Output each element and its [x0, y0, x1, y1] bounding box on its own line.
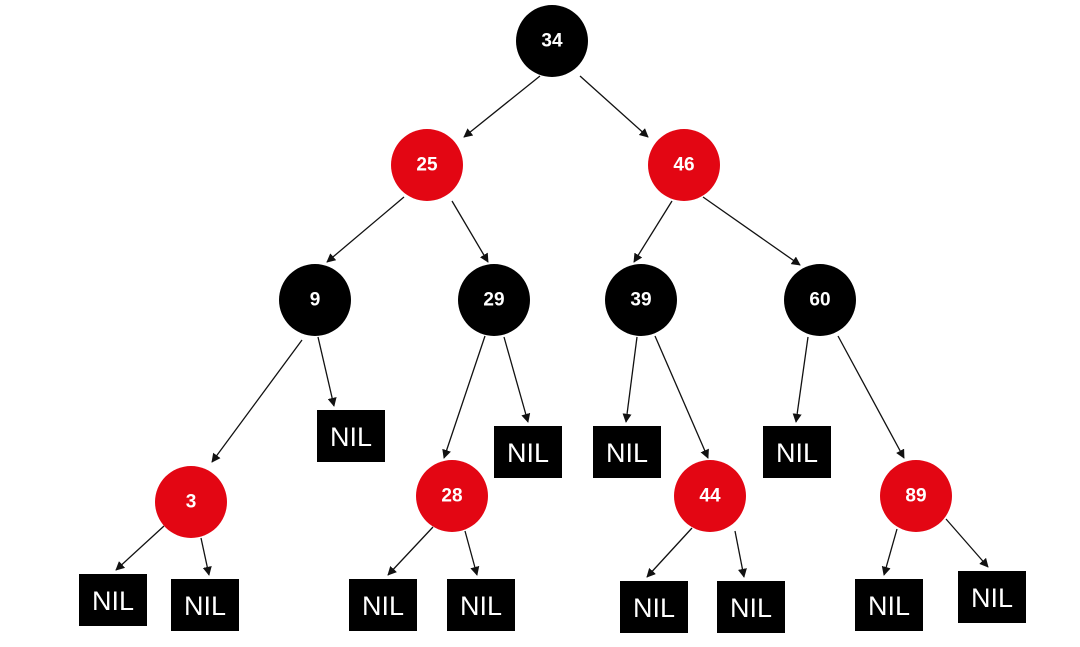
edge-n28-nil7 [387, 526, 434, 576]
red-node-circle [391, 129, 463, 201]
nil-leaf-nil3: NIL [593, 426, 661, 478]
nil-box [447, 579, 515, 631]
nil-box [494, 426, 562, 478]
node-label: 9 [310, 290, 321, 311]
tree-node-39: 39 [605, 264, 677, 336]
nil-leaf-nil5: NIL [79, 574, 147, 626]
tree-node-3: 3 [155, 466, 227, 538]
edges-layer [115, 75, 989, 578]
nil-box [593, 426, 661, 478]
node-label: 28 [441, 486, 462, 507]
edge-n25-n9 [326, 196, 405, 263]
tree-node-44: 44 [674, 460, 746, 532]
node-label: 44 [699, 486, 721, 507]
nil-box [171, 579, 239, 631]
nil-leaf-nil9: NIL [620, 581, 688, 633]
nil-label: NIL [362, 591, 404, 621]
nil-label: NIL [868, 591, 910, 621]
tree-node-34: 34 [516, 5, 588, 77]
nil-box [620, 581, 688, 633]
tree-node-29: 29 [458, 264, 530, 336]
edge-n34-n25 [463, 75, 541, 138]
edge-n89-nil11 [881, 528, 898, 576]
tree-node-9: 9 [279, 264, 351, 336]
edge-n89-nil12 [945, 518, 989, 568]
nil-leaf-nil7: NIL [349, 579, 417, 631]
nil-label: NIL [92, 586, 134, 616]
nil-leaf-nil1: NIL [317, 410, 385, 462]
nil-box [958, 571, 1026, 623]
node-label: 46 [673, 155, 694, 176]
nil-label: NIL [776, 438, 818, 468]
nil-box [79, 574, 147, 626]
black-node-circle [605, 264, 677, 336]
nil-box [855, 579, 923, 631]
node-label: 3 [186, 492, 197, 513]
nil-leaf-nil12: NIL [958, 571, 1026, 623]
node-label: 39 [630, 290, 651, 311]
edge-n39-nil3 [622, 336, 638, 423]
tree-node-46: 46 [648, 129, 720, 201]
tree-node-25: 25 [391, 129, 463, 201]
edge-n60-nil4 [792, 336, 809, 423]
red-node-circle [674, 460, 746, 532]
nil-leaf-nil6: NIL [171, 579, 239, 631]
edge-n46-n39 [633, 200, 673, 263]
nil-box [763, 426, 831, 478]
nil-label: NIL [460, 591, 502, 621]
red-node-circle [880, 460, 952, 532]
tree-node-89: 89 [880, 460, 952, 532]
node-label: 89 [905, 486, 926, 507]
nil-label: NIL [507, 438, 549, 468]
node-label: 29 [483, 290, 504, 311]
nil-box [317, 410, 385, 462]
edge-n29-n28 [442, 335, 486, 459]
nil-label: NIL [606, 438, 648, 468]
edge-n44-nil10 [734, 530, 747, 578]
black-node-circle [279, 264, 351, 336]
nil-label: NIL [633, 593, 675, 623]
edge-n39-n44 [654, 335, 709, 459]
node-label: 25 [416, 155, 438, 176]
edge-n29-nil2 [503, 336, 531, 423]
nil-leaf-nil10: NIL [717, 581, 785, 633]
edge-n9-nil1 [317, 336, 337, 407]
black-node-circle [784, 264, 856, 336]
nil-leaf-nil4: NIL [763, 426, 831, 478]
nil-box [717, 581, 785, 633]
red-node-circle [155, 466, 227, 538]
black-node-circle [458, 264, 530, 336]
nil-label: NIL [730, 593, 772, 623]
nil-box [349, 579, 417, 631]
edge-n44-nil9 [646, 527, 693, 578]
edge-n3-nil6 [200, 537, 212, 576]
edge-n34-n46 [579, 75, 649, 138]
edge-n9-n3 [211, 339, 303, 463]
edge-n28-nil8 [464, 530, 480, 576]
nil-leaf-nil11: NIL [855, 579, 923, 631]
tree-node-28: 28 [416, 460, 488, 532]
node-label: 34 [541, 31, 563, 52]
black-node-circle [516, 5, 588, 77]
edge-n46-n60 [702, 196, 801, 266]
nil-label: NIL [184, 591, 226, 621]
nil-leaf-nil8: NIL [447, 579, 515, 631]
nil-label: NIL [330, 422, 372, 452]
red-node-circle [648, 129, 720, 201]
edge-n3-nil5 [115, 525, 165, 571]
nil-leaf-nil2: NIL [494, 426, 562, 478]
node-label: 60 [809, 290, 830, 311]
tree-node-60: 60 [784, 264, 856, 336]
edge-n25-n29 [451, 200, 489, 263]
edge-n60-n89 [837, 335, 905, 459]
nil-label: NIL [971, 583, 1013, 613]
red-node-circle [416, 460, 488, 532]
